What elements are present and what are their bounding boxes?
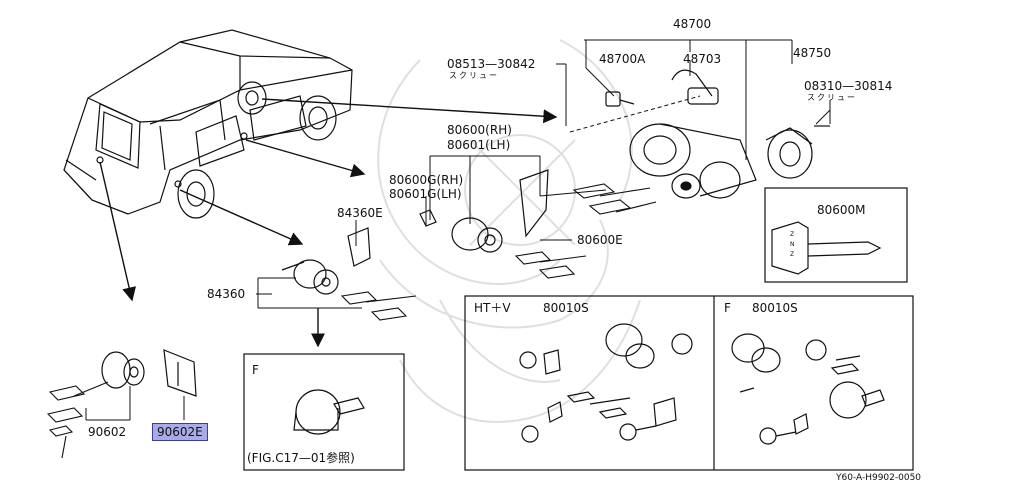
svg-text:Z: Z [790, 251, 794, 258]
ignition-lock-assembly [605, 69, 757, 199]
door-lock-cylinders [101, 169, 549, 397]
label-80601lh: 80601(LH) [447, 138, 511, 152]
keys-group [46, 183, 657, 459]
box-f-left-label: F [252, 363, 259, 377]
box-htv-part: 80010S [543, 301, 589, 315]
label-84360e: 84360E [337, 206, 383, 220]
label-48703: 48703 [683, 52, 722, 66]
fig-reference: (FIG.C17—01参照) [247, 451, 355, 465]
label-48700: 48700 [673, 17, 712, 31]
variant-boxes [464, 295, 914, 471]
label-84360: 84360 [207, 287, 246, 301]
box-f-right-label: F [724, 301, 731, 315]
label-screw-1: スクリュー [449, 71, 499, 80]
label-80600g: 80600G(RH) [389, 173, 464, 187]
label-48700a: 48700A [599, 52, 646, 66]
label-90602e-highlighted[interactable]: 90602E [152, 423, 208, 441]
label-80601g: 80601G(LH) [389, 187, 462, 201]
svg-text:N: N [790, 241, 795, 248]
label-90602: 90602 [88, 425, 127, 439]
svg-text:Z: Z [790, 231, 794, 238]
box-f-right-part: 80010S [752, 301, 798, 315]
label-80600rh: 80600(RH) [447, 123, 512, 137]
door-lock-cylinder-48750 [765, 125, 830, 179]
label-08310: 08310—30814 [804, 79, 893, 93]
diagram-code: Y60-A-H9902-0050 [836, 473, 922, 483]
label-48750: 48750 [793, 46, 832, 60]
vehicle-illustration [63, 29, 353, 219]
watermark-emblem [377, 39, 641, 423]
key-blank-box: Z N Z [764, 187, 908, 283]
box-htv-label: HT＋V [474, 301, 511, 315]
pointer-arrows [99, 98, 558, 348]
label-80600m: 80600M [817, 203, 866, 217]
steering-lock-box [243, 353, 405, 471]
leader-lines [85, 39, 831, 421]
label-80600e: 80600E [577, 233, 623, 247]
label-screw-2: スクリュー [807, 93, 857, 102]
label-08513: 08513—30842 [447, 57, 536, 71]
